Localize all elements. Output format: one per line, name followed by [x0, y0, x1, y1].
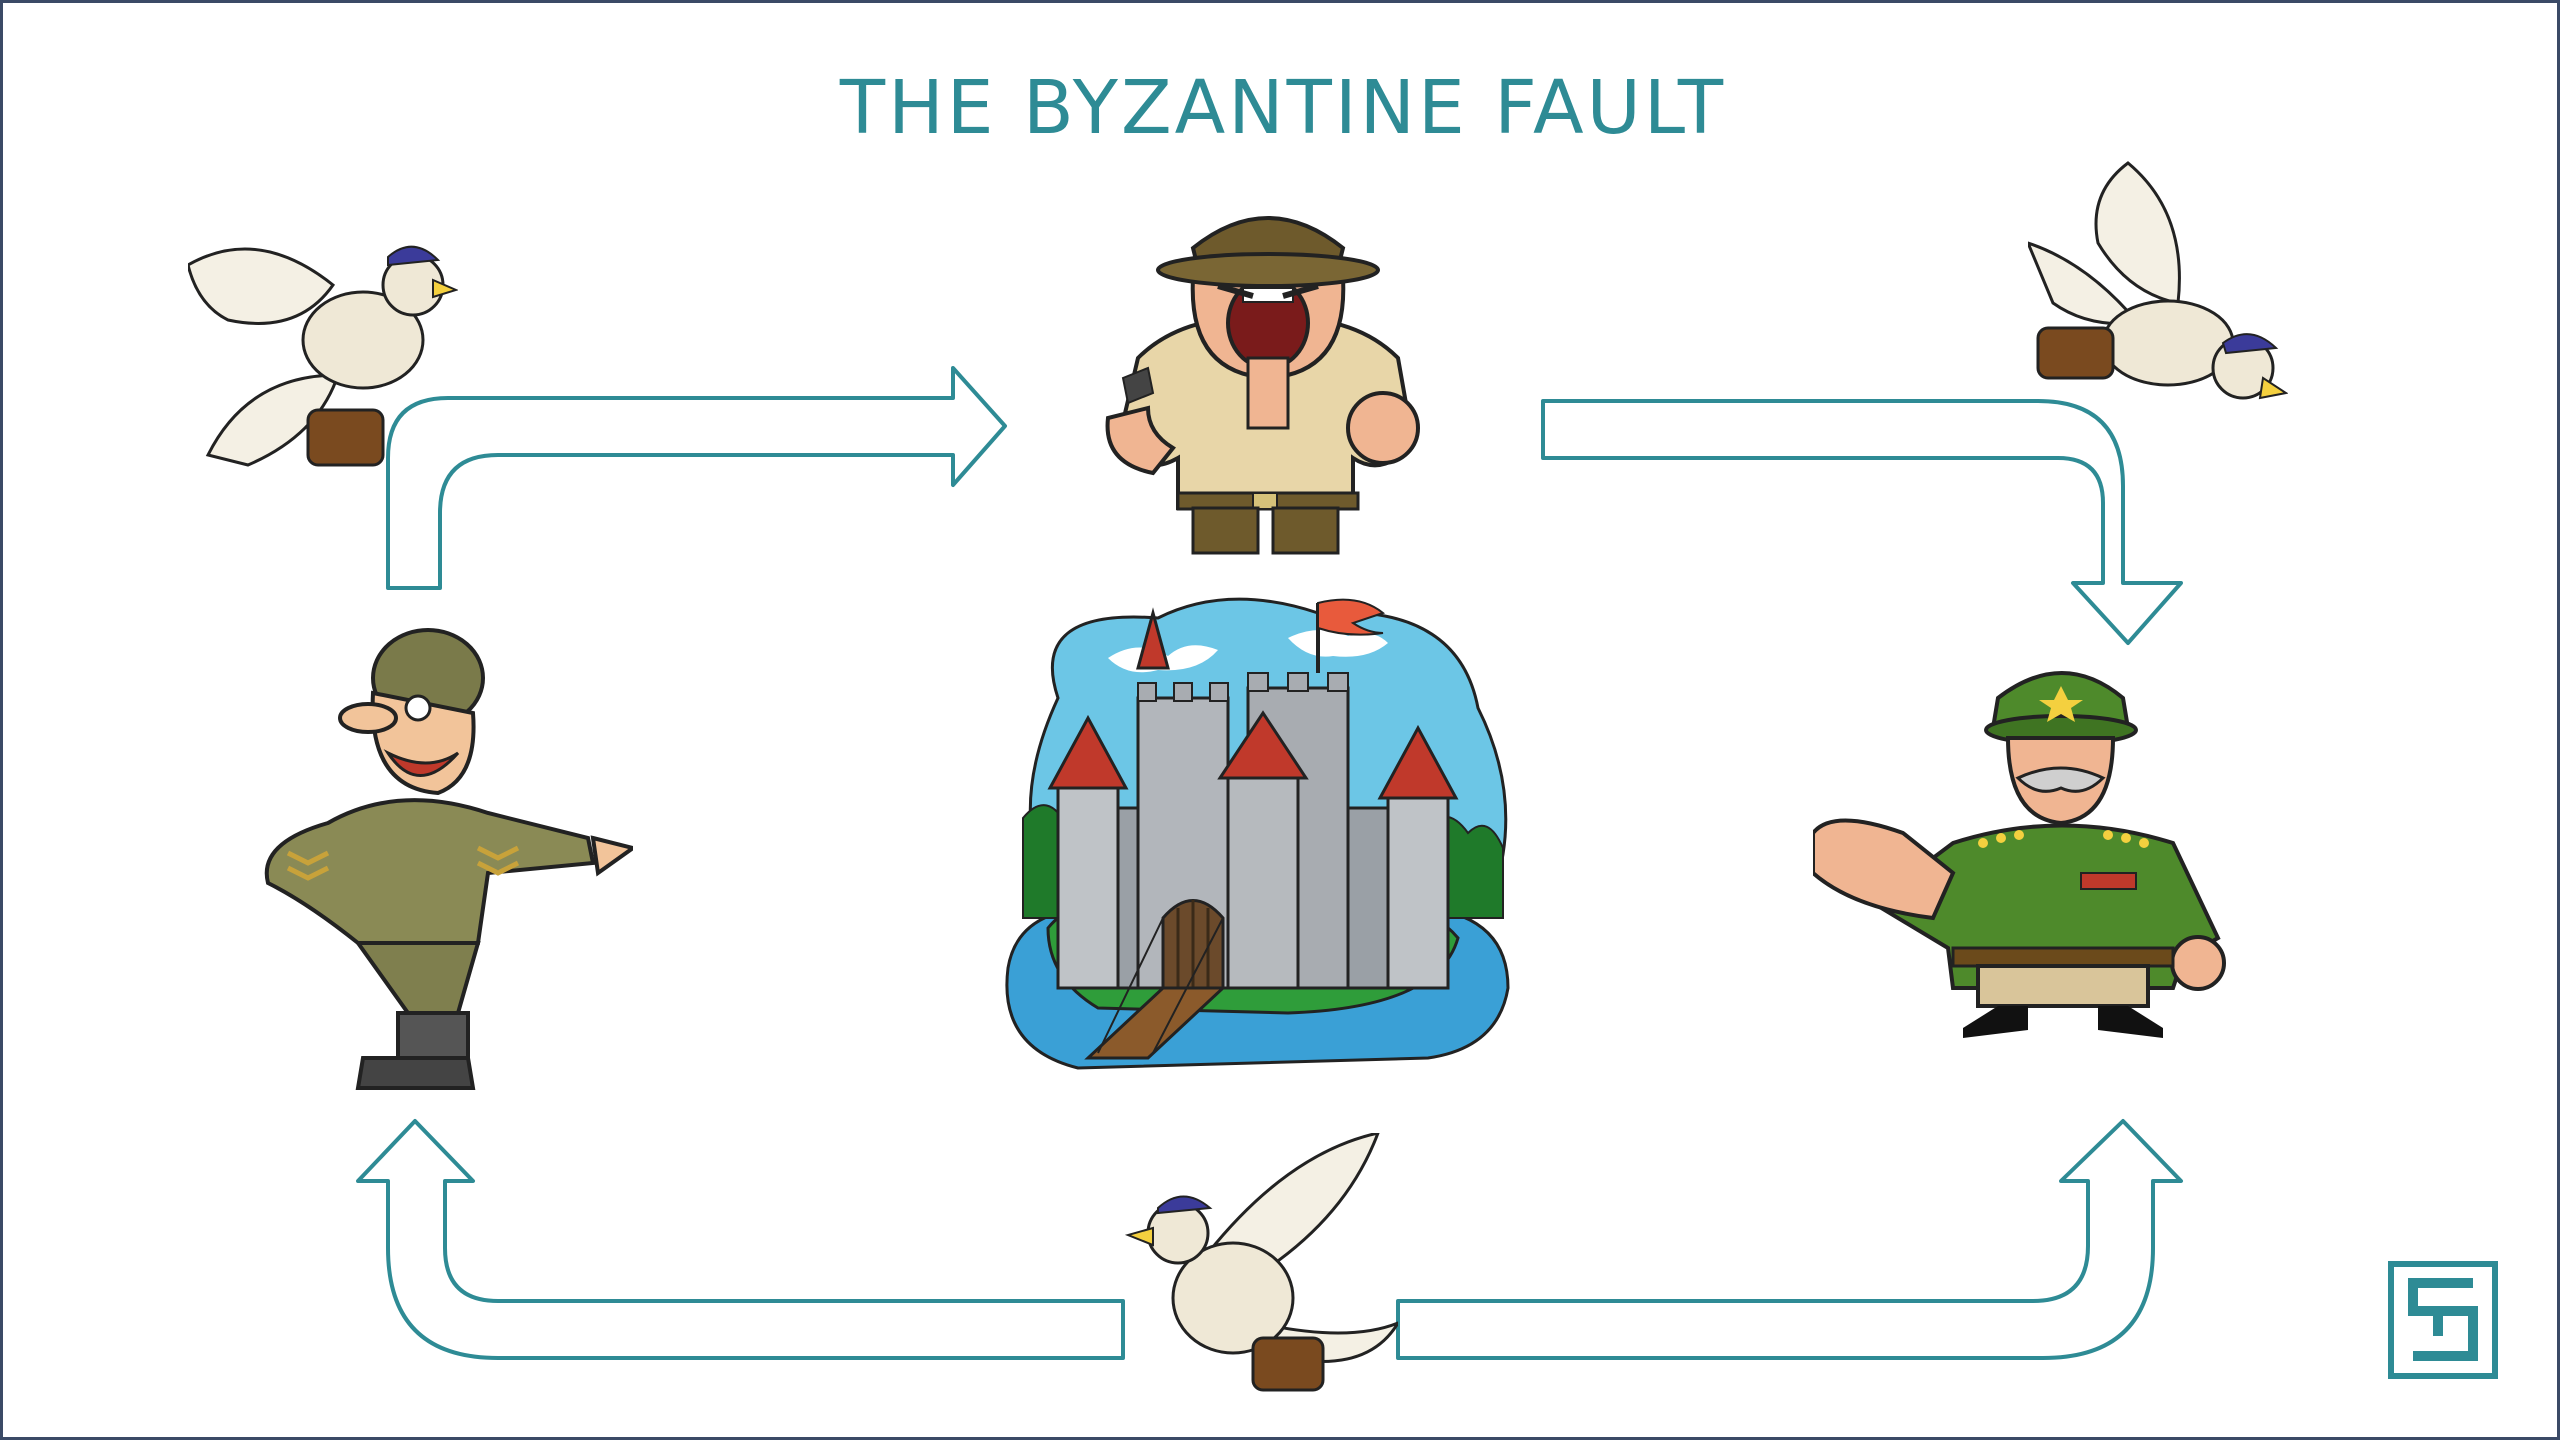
castle-icon [1005, 597, 1510, 1070]
drill-sergeant-icon [1105, 216, 1420, 555]
arrow-pigeon-to-general [1396, 1119, 2183, 1360]
arrow-soldier-to-sergeant [386, 366, 1007, 590]
pigeon-icon [1124, 1133, 1398, 1392]
page-title: THE BYZANTINE FAULT [839, 65, 1727, 151]
soldier-icon [264, 628, 633, 1090]
general-icon [1813, 671, 2226, 1038]
pigeon-icon [2028, 161, 2288, 400]
arrow-pigeon-to-soldier [356, 1119, 1125, 1360]
pigeon-icon [188, 245, 458, 467]
message-arrows [356, 366, 2183, 1360]
arrow-sergeant-to-general [1541, 399, 2183, 645]
logo-icon [2388, 1261, 2498, 1379]
